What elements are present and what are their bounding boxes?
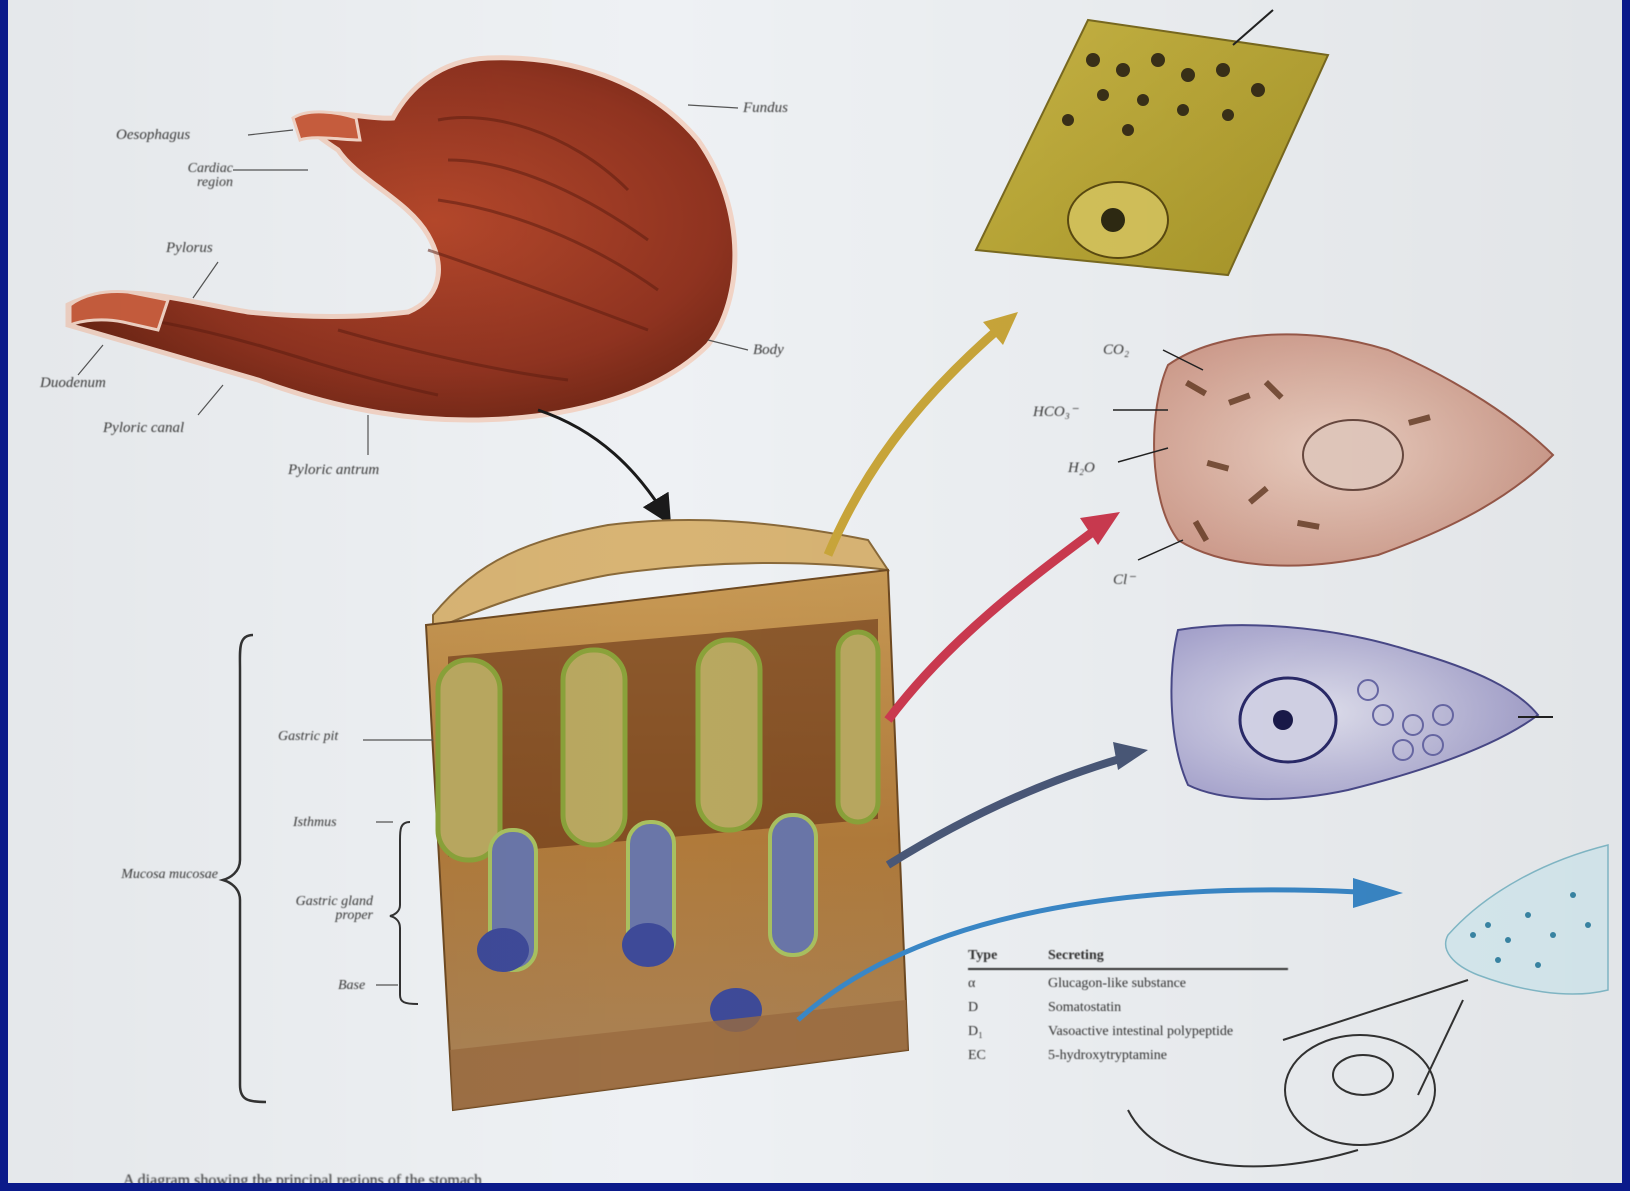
- label-mucosa: Mucosa mucosae: [113, 868, 218, 882]
- table-cell-secreting: Vasoactive intestinal polypeptide: [1048, 1024, 1288, 1040]
- table-cell-secreting: Somatostatin: [1048, 1000, 1288, 1016]
- oesophagus-tube: [293, 112, 360, 140]
- table-row: D Somatostatin: [968, 1000, 1288, 1016]
- label-hco3: HCO₃⁻: [1033, 402, 1078, 421]
- table-row: EC 5-hydroxytryptamine: [968, 1048, 1288, 1064]
- arrow-slate-head: [1113, 742, 1148, 770]
- label-fundus: Fundus: [743, 100, 788, 117]
- chief-cell: [1171, 625, 1553, 799]
- table-header-type: Type: [968, 948, 1048, 964]
- secretion-table: Type Secreting α Glucagon-like substance…: [968, 948, 1288, 1072]
- label-cl: Cl⁻: [1113, 570, 1135, 589]
- table-cell-secreting: Glucagon-like substance: [1048, 976, 1288, 992]
- figure-caption: A diagram showing the principal regions …: [123, 1172, 482, 1183]
- arrow-yellow: [828, 325, 1003, 555]
- label-co2: CO₂: [1103, 342, 1129, 359]
- table-cell-type: α: [968, 976, 1048, 992]
- label-gastric-gland-proper: Gastric gland proper: [293, 895, 373, 923]
- figure-frame: Oesophagus Cardiac region Fundus Pylorus…: [8, 0, 1622, 1183]
- label-pylorus: Pylorus: [166, 240, 213, 257]
- arrow-stomach-to-block: [538, 410, 668, 520]
- label-base: Base: [338, 978, 365, 994]
- block-leader-lines: [363, 740, 433, 985]
- arrow-blue-head: [1353, 878, 1403, 908]
- table-header: Type Secreting: [968, 948, 1288, 970]
- mucous-cell: [976, 10, 1328, 275]
- label-isthmus: Isthmus: [293, 815, 337, 831]
- parietal-cell: [1113, 334, 1553, 565]
- label-oesophagus: Oesophagus: [116, 127, 190, 144]
- mucosa-block: [426, 520, 908, 1110]
- table-header-secreting: Secreting: [1048, 948, 1288, 964]
- stomach-illustration: [68, 58, 735, 420]
- table-row: D₁ Vasoactive intestinal polypeptide: [968, 1024, 1288, 1040]
- mucosa-brace: [223, 635, 266, 1102]
- table-cell-type: EC: [968, 1048, 1048, 1064]
- arrow-red: [888, 528, 1098, 720]
- gland-brace: [390, 822, 418, 1004]
- table-cell-secreting: 5-hydroxytryptamine: [1048, 1048, 1288, 1064]
- table-cell-type: D₁: [968, 1024, 1048, 1040]
- table-row: α Glucagon-like substance: [968, 976, 1288, 992]
- anatomy-diagram: [8, 0, 1622, 1183]
- label-pyloric-antrum: Pyloric antrum: [288, 462, 379, 479]
- arrow-slate: [888, 758, 1123, 865]
- stomach-outer-wall: [68, 58, 735, 420]
- label-body: Body: [753, 342, 784, 359]
- table-cell-type: D: [968, 1000, 1048, 1016]
- label-pyloric-canal: Pyloric canal: [103, 420, 184, 437]
- label-h2o: H₂O: [1068, 460, 1095, 477]
- label-duodenum: Duodenum: [40, 375, 106, 392]
- label-gastric-pit: Gastric pit: [278, 730, 358, 744]
- label-cardiac-region: Cardiac region: [153, 162, 233, 190]
